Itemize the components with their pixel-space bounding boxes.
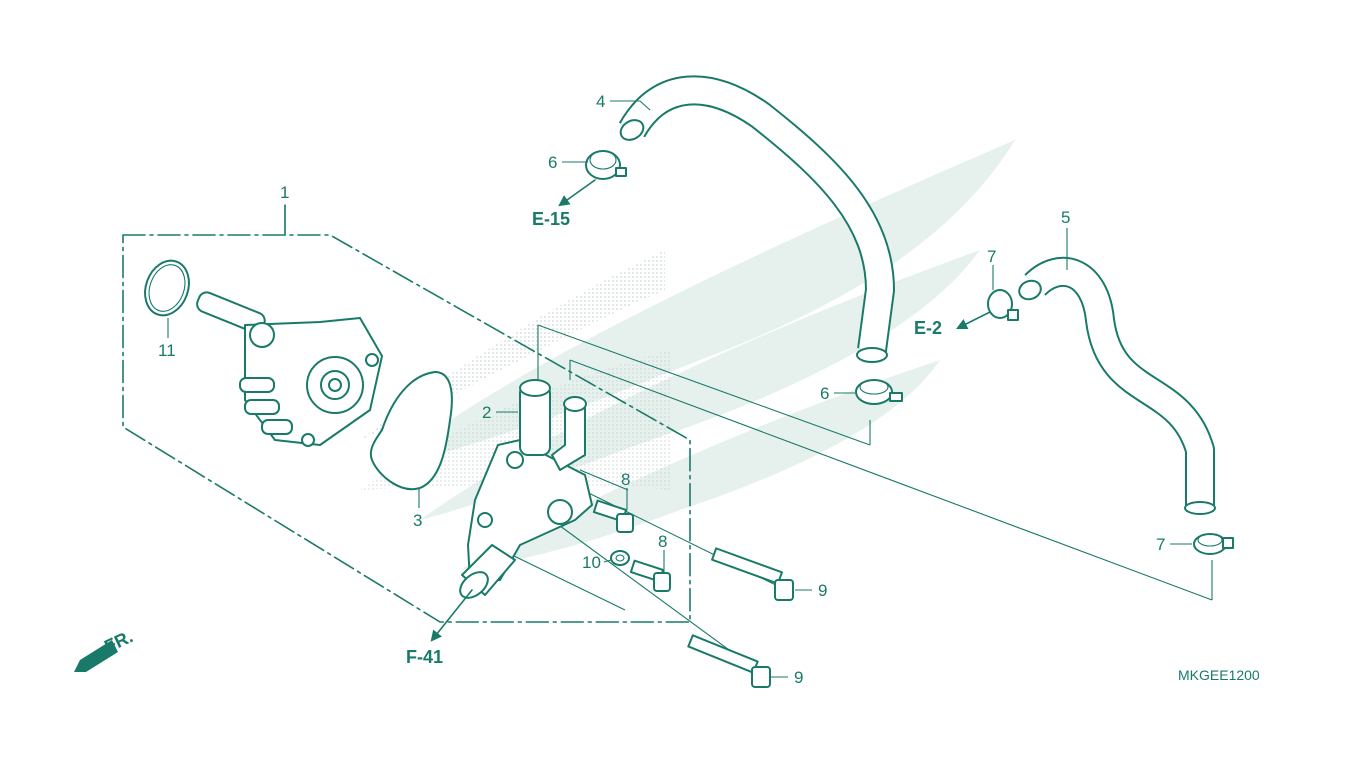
number-leaders: [284, 100, 1192, 678]
callout-1: 1: [280, 183, 289, 202]
callout-2: 2: [482, 403, 491, 422]
reference-e2: E-2: [914, 318, 942, 338]
hose-clamp-7a: [987, 289, 1019, 321]
wing-watermark: [360, 140, 1015, 570]
callout-4: 4: [596, 92, 605, 111]
callout-9b: 9: [794, 668, 803, 687]
callout-6b: 6: [820, 384, 829, 403]
o-ring-11: [144, 259, 190, 338]
callout-8b: 8: [658, 532, 667, 551]
water-pump-1: [196, 291, 383, 447]
bolt-9b: [687, 634, 771, 688]
callout-5: 5: [1061, 208, 1070, 227]
drawing-code: MKGEE1200: [1178, 667, 1260, 683]
front-indicator: FR.: [74, 626, 136, 672]
callout-6a: 6: [548, 153, 557, 172]
water-outlet-2: [459, 379, 593, 599]
callout-10: 10: [582, 553, 601, 572]
callout-7a: 7: [987, 247, 996, 266]
callout-11: 11: [158, 341, 176, 360]
washer-10: [610, 550, 630, 566]
hose-clamp-6a: [585, 150, 627, 180]
ref-arrow-f41: [430, 589, 473, 642]
gasket-3: [369, 371, 453, 508]
ref-arrow-e2: [955, 311, 991, 330]
callout-9a: 9: [818, 581, 827, 600]
bolt-9a: [711, 547, 794, 601]
bolt-8b: [629, 559, 671, 592]
hose-5: [1018, 256, 1216, 515]
callout-7b: 7: [1156, 535, 1165, 554]
reference-f41: F-41: [406, 647, 443, 667]
hose-4: [618, 75, 895, 363]
bolt-8a: [592, 499, 634, 533]
hose-clamp-6b: [855, 379, 903, 405]
callout-8a: 8: [621, 470, 630, 489]
hose-clamp-7b: [1193, 533, 1234, 555]
reference-e15: E-15: [532, 209, 570, 229]
callout-3: 3: [413, 511, 422, 530]
ref-arrow-e15: [558, 179, 596, 207]
